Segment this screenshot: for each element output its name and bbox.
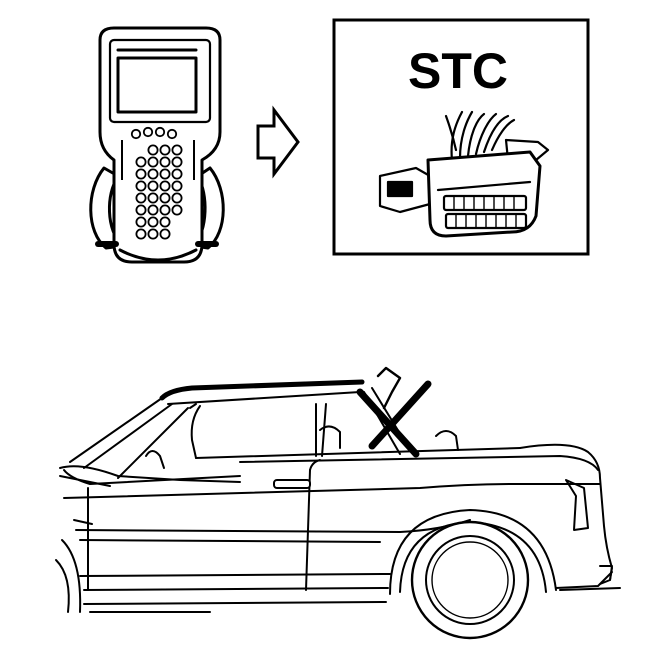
scan-tool-icon (89, 26, 225, 264)
keypad-key (159, 156, 171, 168)
keypad-key (135, 192, 147, 204)
keypad-key (147, 192, 159, 204)
keypad-key (171, 192, 183, 204)
keypad-key (159, 228, 171, 240)
keypad-key (135, 156, 147, 168)
keypad-key (147, 156, 159, 168)
arrow-right-icon (256, 105, 300, 179)
keypad-key (171, 180, 183, 192)
keypad-key (135, 204, 147, 216)
keypad-key (159, 180, 171, 192)
keypad-key (135, 228, 147, 240)
connector-label: STC (408, 43, 508, 99)
keypad-function-key (166, 128, 178, 140)
keypad-key (159, 204, 171, 216)
keypad-key (159, 168, 171, 180)
keypad-key (171, 144, 183, 156)
keypad-key (135, 168, 147, 180)
keypad-key (147, 204, 159, 216)
keypad-key (171, 204, 183, 216)
convertible-car-icon (55, 379, 621, 640)
keypad-key (147, 216, 159, 228)
keypad-key (159, 192, 171, 204)
keypad-key (147, 168, 159, 180)
keypad-key (147, 228, 159, 240)
diagnostic-connector-icon (378, 110, 550, 238)
keypad-key (147, 144, 159, 156)
keypad-key (171, 156, 183, 168)
keypad-key (135, 216, 147, 228)
x-mark-icon (356, 366, 432, 458)
scan-tool-keypad (121, 126, 195, 240)
keypad-key (171, 168, 183, 180)
keypad-key (147, 180, 159, 192)
keypad-key (135, 180, 147, 192)
keypad-key (159, 144, 171, 156)
keypad-function-key (142, 126, 154, 138)
keypad-key (159, 216, 171, 228)
keypad-function-key (154, 126, 166, 138)
keypad-function-key (130, 128, 142, 140)
